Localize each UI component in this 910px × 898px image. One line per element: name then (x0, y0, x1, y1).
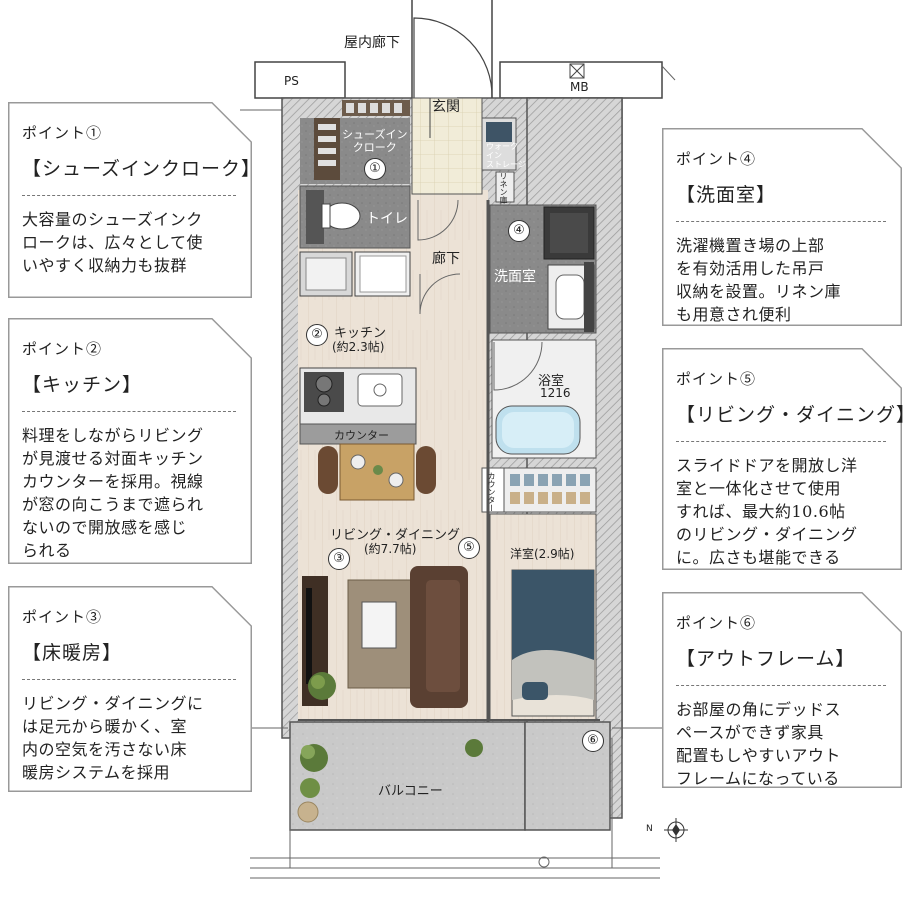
point-description: 大容量のシューズインク ロークは、広々として使 いやすく収納力も抜群 (22, 210, 204, 275)
compass-icon (664, 818, 688, 842)
marker-1: ① (364, 158, 386, 180)
divider (22, 195, 236, 196)
callout-frame (662, 348, 902, 570)
genkan-label: 玄関 (432, 99, 460, 115)
divider (22, 679, 236, 680)
divider (676, 685, 886, 686)
point-title: 【キッチン】 (22, 374, 143, 396)
bath-size-label: 1216 (540, 386, 571, 400)
washroom-label: 洗面室 (494, 269, 536, 285)
ps-label: PS (284, 74, 299, 88)
marker-3: ③ (328, 548, 350, 570)
hallway-label: 廊下 (432, 251, 460, 267)
shelf-label: リネン庫 (499, 172, 508, 204)
kitchen-size-label: (約2.3帖) (332, 340, 385, 354)
point-number: ポイント④ (676, 150, 757, 168)
bath-label: 浴室 (538, 374, 565, 389)
counter-small-label: カウンター (487, 472, 496, 512)
point-description: 料理をしながらリビング が見渡せる対面キッチン カウンターを採用。視線 が窓の向… (22, 426, 204, 560)
divider (676, 221, 886, 222)
compass-label: N (646, 824, 653, 834)
living-label: リビング・ダイニング (330, 528, 461, 543)
callout-point-4: ポイント④ 【洗面室】 洗濯機置き場の上部 を有効活用した吊戸 収納を設置。リネ… (662, 128, 902, 326)
point-title: 【床暖房】 (22, 642, 123, 664)
point-title: 【シューズインクローク】 (22, 158, 262, 180)
point-title: 【アウトフレーム】 (676, 648, 856, 670)
callout-frame (8, 586, 252, 792)
kitchen-label: キッチン (334, 326, 387, 341)
divider (676, 441, 886, 442)
western-label: 洋室(2.9帖) (510, 547, 575, 561)
callout-frame (662, 128, 902, 326)
corridor-label: 屋内廊下 (344, 35, 400, 51)
callout-point-2: ポイント② 【キッチン】 料理をしながらリビング が見渡せる対面キッチン カウン… (8, 318, 252, 564)
toilet-label: トイレ (366, 211, 408, 227)
point-title: 【リビング・ダイニング】 (676, 404, 910, 426)
divider (22, 411, 236, 412)
point-number: ポイント② (22, 340, 103, 358)
point-description: お部屋の角にデッドス ペースができず家具 配置もしやすいアウト フレームになって… (676, 700, 842, 788)
mb-label: MB (570, 80, 589, 94)
callout-point-6: ポイント⑥ 【アウトフレーム】 お部屋の角にデッドス ペースができず家具 配置も… (662, 592, 902, 788)
wi-storage-label: ウォーク イン ストレージ (486, 142, 526, 169)
point-description: リビング・ダイニングに は足元から暖かく、室 内の空気を汚さない床 暖房システム… (22, 694, 204, 782)
point-number: ポイント① (22, 124, 103, 142)
callout-frame (8, 318, 252, 564)
marker-4: ④ (508, 220, 530, 242)
marker-5: ⑤ (458, 537, 480, 559)
callout-frame (8, 102, 252, 298)
point-description: スライドドアを開放し洋 室と一体化させて使用 すれば、最大約10.6帖 のリビン… (676, 456, 858, 567)
marker-2: ② (306, 324, 328, 346)
callout-frame (662, 592, 902, 788)
point-number: ポイント⑥ (676, 614, 757, 632)
living-size-label: (約7.7帖) (364, 542, 417, 556)
point-number: ポイント⑤ (676, 370, 757, 388)
counter-label: カウンター (334, 429, 389, 442)
marker-6: ⑥ (582, 730, 604, 752)
point-title: 【洗面室】 (676, 184, 777, 206)
callout-point-1: ポイント① 【シューズインクローク】 大容量のシューズインク ロークは、広々とし… (8, 102, 260, 298)
point-number: ポイント③ (22, 608, 103, 626)
callout-point-5: ポイント⑤ 【リビング・ダイニング】 スライドドアを開放し洋 室と一体化させて使… (662, 348, 910, 570)
point-description: 洗濯機置き場の上部 を有効活用した吊戸 収納を設置。リネン庫 も用意され便利 (676, 236, 842, 324)
callout-point-3: ポイント③ 【床暖房】 リビング・ダイニングに は足元から暖かく、室 内の空気を… (8, 586, 252, 792)
balcony-label: バルコニー (378, 784, 443, 799)
shoes-in-cloak-label: シューズイン クローク (342, 128, 408, 154)
